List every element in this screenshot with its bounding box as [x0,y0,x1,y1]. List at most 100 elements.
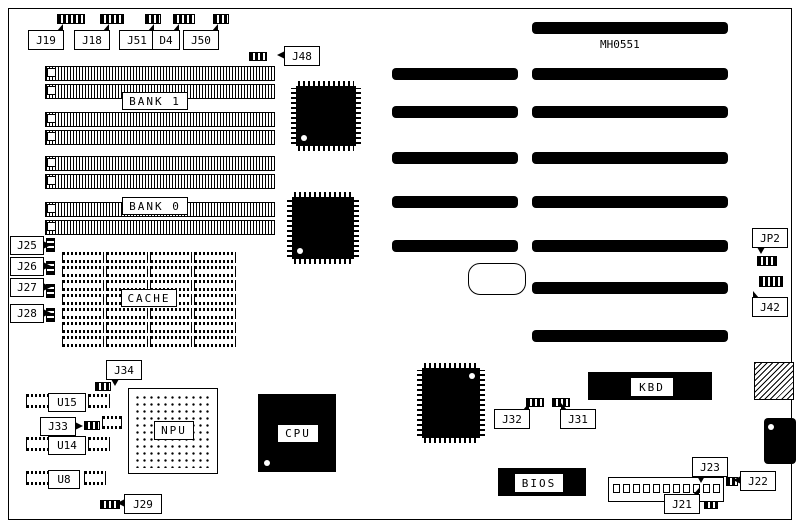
cache-chip [106,336,148,347]
expansion-slot [392,196,518,208]
chip-pins [294,192,352,197]
cache-chip [150,308,192,319]
qfp-chip [291,81,361,151]
simm-module [45,130,275,145]
expansion-slot [532,22,728,34]
cache-chip [106,308,148,319]
expansion-slot [392,106,518,118]
cache-chip [150,322,192,333]
callout-u8: U8 [48,470,80,489]
qfp-chip [417,363,485,443]
cache-chip [62,294,104,305]
callout-j34: J34 [106,360,142,386]
cache-chip [194,280,236,291]
cache-chip [194,336,236,347]
pin1-marker [297,248,303,254]
simm-module [45,220,275,235]
j42-connector-icon [759,276,783,287]
dip-chip [26,394,50,408]
board-part-number: MH0551 [600,38,640,51]
kbd-label: KBD [630,377,674,397]
callout-j27: J27 [10,278,51,297]
jp2-connector-icon [757,256,777,266]
cache-chip [62,336,104,347]
cache-chip [150,336,192,347]
j33-connector-icon [84,421,100,430]
dip-chip [84,471,106,485]
chip-pins [298,146,354,151]
chip-pins [424,363,478,368]
cache-chip [194,308,236,319]
connector-pin [683,484,690,493]
connector-pin [633,484,640,493]
callout-j21: J21 [664,488,700,514]
connector-pin [673,484,680,493]
callout-j50: J50 [183,24,219,50]
callout-j28: J28 [10,304,51,323]
callout-j26: J26 [10,257,51,276]
chip-pins [291,88,296,144]
cache-chip [194,252,236,263]
chip-pins [294,259,352,264]
callout-j33: J33 [40,417,83,436]
dip-chip [88,437,110,451]
chip-pins [356,88,361,144]
chip-pins [298,81,354,86]
power-connector [764,418,796,464]
pin1-marker [469,373,475,379]
j50-connector-icon [213,14,229,24]
cache-chip [106,280,148,291]
bios-label: BIOS [514,473,564,493]
simm-module [45,156,275,171]
callout-j19: J19 [28,24,64,50]
expansion-slot [532,282,728,294]
callout-j31: J31 [560,403,596,429]
chip-pins [480,370,485,436]
callout-jp2: JP2 [752,228,788,254]
cache-chip [62,280,104,291]
cpu-label: CPU [277,424,319,443]
expansion-slot [532,106,728,118]
expansion-slot [532,196,728,208]
dip-chip [102,416,122,429]
simm-module [45,66,275,81]
cache-chip [106,252,148,263]
callout-j22: J22 [733,471,776,491]
cache-chip [150,280,192,291]
pin1-marker [301,135,307,141]
cache-chip [62,308,104,319]
j19-connector-icon [57,14,85,24]
expansion-slot [392,240,518,252]
connector-pin [663,484,670,493]
callout-u15: U15 [48,393,86,412]
cache-chip [62,322,104,333]
chip-pins [354,199,359,257]
j51-connector-icon [145,14,161,24]
connector-pin [653,484,660,493]
expansion-slot [532,330,728,342]
cache-chip [194,294,236,305]
expansion-slot [532,152,728,164]
cache-chip [62,252,104,263]
chip-pins [287,199,292,257]
cache-label: CACHE [121,289,177,307]
callout-j42: J42 [752,291,788,317]
simm-module [45,112,275,127]
pin1-marker [264,460,270,466]
chip-pins [424,438,478,443]
callout-j29: J29 [117,494,162,514]
j32-connector-icon [526,398,544,407]
j34-connector-icon [95,382,111,391]
d4-connector-icon [173,14,195,24]
simm-module [45,174,275,189]
hatched-connector [754,362,794,400]
connector-pin [623,484,630,493]
cache-chip [106,266,148,277]
callout-j18: J18 [74,24,110,50]
qfp-chip [287,192,359,264]
board-outline [8,8,792,520]
j18-connector-icon [100,14,124,24]
connector-pin [713,484,720,493]
expansion-slot [392,68,518,80]
